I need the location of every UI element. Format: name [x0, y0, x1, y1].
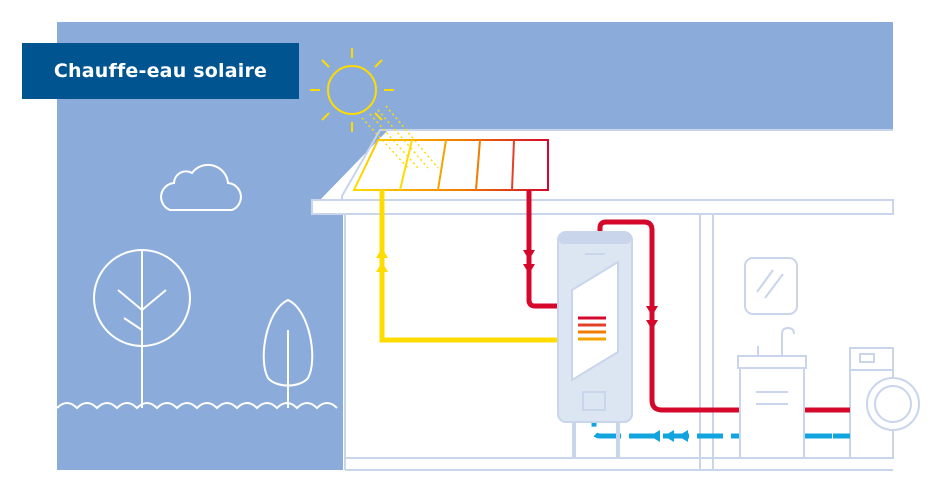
cloud-icon — [160, 163, 242, 211]
pipe-solar-return — [379, 190, 560, 343]
arrow-down-icon — [646, 320, 658, 330]
arrow-down-icon — [646, 306, 658, 316]
heat-exchanger-icon — [578, 316, 606, 341]
sun-icon — [310, 48, 394, 132]
diagram-title: Chauffe-eau solaire — [53, 60, 268, 82]
tree-icon — [262, 298, 314, 408]
arrow-up-icon — [376, 262, 388, 272]
arrow-left-icon — [678, 430, 688, 442]
faucet-icon — [757, 326, 795, 356]
arrow-left-icon — [650, 430, 660, 442]
arrow-left-icon — [664, 430, 674, 442]
pipe-hot-water-out — [597, 219, 893, 413]
arrow-down-icon — [523, 250, 535, 260]
arrow-up-icon — [376, 248, 388, 258]
mirror-icon — [744, 257, 798, 315]
roof-eave-band — [311, 199, 894, 215]
tree-icon — [93, 249, 191, 408]
arrow-down-icon — [523, 264, 535, 274]
pipe-cold-water-in — [591, 420, 893, 439]
title-badge-background — [22, 43, 299, 99]
washing-machine-icon — [849, 347, 920, 459]
water-tank — [557, 231, 633, 458]
sink-cabinet — [737, 355, 807, 459]
pipe-solar-hot — [526, 190, 560, 309]
grass-line — [56, 402, 338, 410]
solar-panel — [352, 139, 549, 191]
